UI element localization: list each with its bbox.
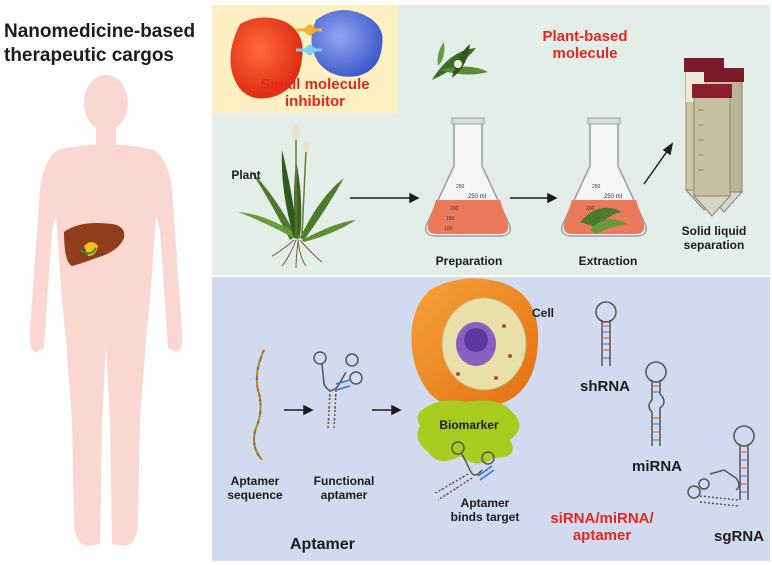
shrna-label: shRNA [580,378,631,395]
sgrna-icon [687,425,755,507]
cell-label: Cell [532,306,555,320]
biomarker-icon [417,400,520,464]
plant-icon [238,124,356,269]
flask-mark: 250 ml [604,194,622,200]
preparation-flask-icon: 250 250 ml 200 150 100 [424,117,512,237]
aptamer-section-label: Aptamer [290,536,355,553]
functional-aptamer-icon [313,351,363,431]
aptamer-binds-target-label: Aptamer binds target [450,496,520,524]
functional-aptamer-label: Functional aptamer [313,474,375,502]
aptamer-arrows [284,404,402,416]
extraction-label: Extraction [578,254,638,268]
aptamer-sequence-icon [253,349,265,461]
solid-liquid-separation-label: Solid liquid separation [681,224,747,252]
protein-binding-icon [230,10,383,99]
sirna-mirna-aptamer-label: siRNA/miRNA/ aptamer [550,510,654,544]
aptamer-sequence-label: Aptamer sequence [227,474,283,502]
page-title: Nanomedicine-based therapeutic cargos [4,21,196,66]
flask-mark: 250 [592,184,601,190]
sgrna-label: sgRNA [714,528,765,545]
preparation-label: Preparation [435,254,503,268]
cell-icon [411,278,539,410]
flask-mark: 200 [586,206,595,212]
bound-aptamer-icon [433,441,495,501]
plant-based-label: Plant-based molecule [542,28,628,62]
small-molecule-label: Small molecule inhibitor [260,76,370,110]
flask-mark: 250 [456,184,465,190]
human-body-icon [29,75,183,546]
centrifuge-tubes-icon [684,58,744,217]
flask-mark: 150 [446,216,455,222]
plant-label: Plant [231,168,261,182]
leaves-icon [432,42,488,80]
extraction-flask-icon: 250 250 ml 200 [560,117,648,237]
flask-mark: 100 [444,226,453,232]
flask-mark: 200 [450,206,459,212]
shrna-icon [595,301,617,366]
liver-icon [64,223,125,266]
mirna-label: miRNA [632,458,683,475]
flask-mark: 250 ml [468,194,486,200]
mirna-icon [645,361,667,446]
process-arrows [350,142,674,204]
biomarker-label: Biomarker [439,418,499,432]
